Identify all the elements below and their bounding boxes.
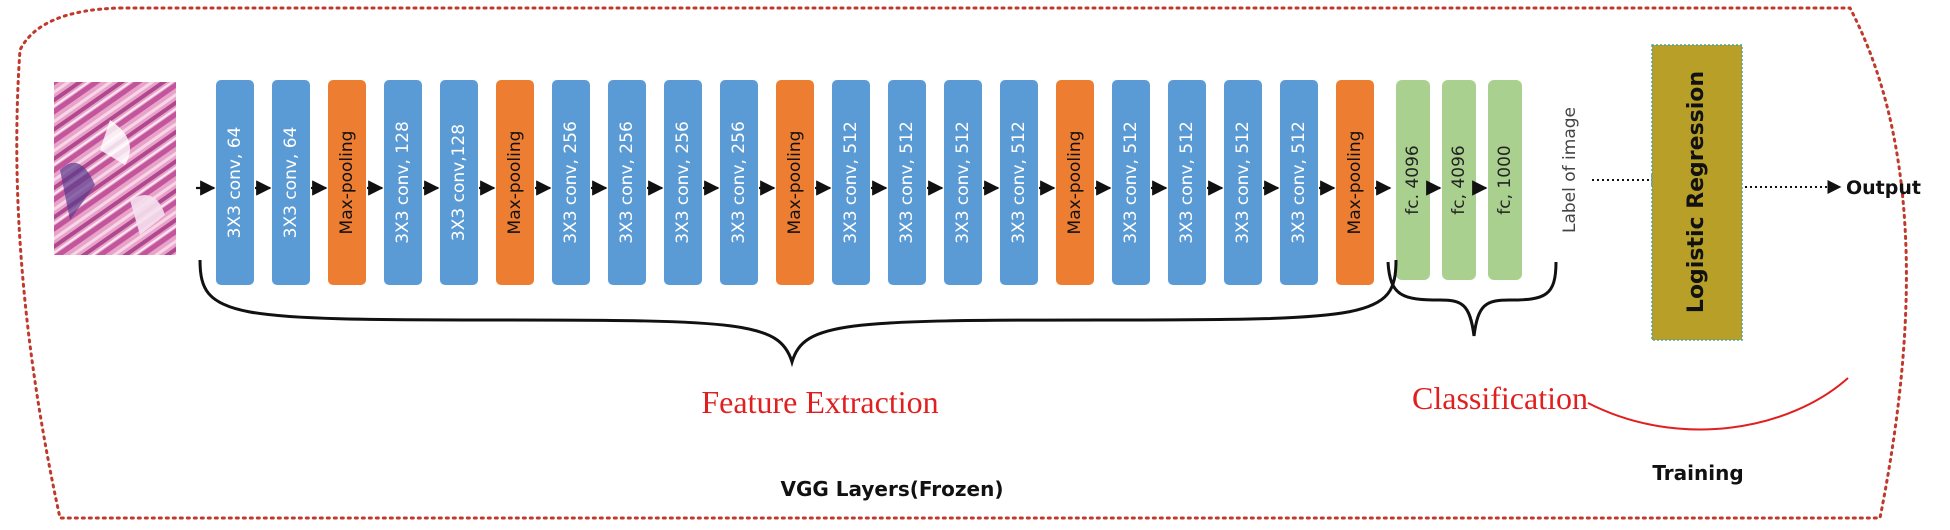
label-of-image: Label of image	[1560, 107, 1580, 233]
diagram-outline	[15, 6, 1908, 520]
conv-box	[888, 80, 926, 285]
vgg-layers-frozen-label: VGG Layers(Frozen)	[781, 477, 1004, 501]
conv-layer: 3X3 conv, 256	[552, 80, 590, 285]
conv-layer: 3X3 conv, 64	[272, 80, 310, 285]
conv-box	[440, 80, 478, 285]
maxpool-box	[1056, 80, 1094, 285]
maxpool-layer: Max-pooling	[496, 80, 534, 285]
conv-box	[1112, 80, 1150, 285]
maxpool-layer: Max-pooling	[328, 80, 366, 285]
layer-label: 3X3 conv, 256	[617, 121, 637, 244]
layer-label: Max-pooling	[1345, 131, 1365, 235]
layer-label: Max-pooling	[785, 131, 805, 235]
layer-label: 3X3 conv, 256	[561, 121, 581, 244]
conv-layer: 3X3 conv, 512	[888, 80, 926, 285]
layer-label: 3X3 conv, 512	[1177, 121, 1197, 244]
layer-label: 3X3 conv, 512	[1233, 121, 1253, 244]
conv-layer: 3X3 conv, 512	[1280, 80, 1318, 285]
conv-layer: 3X3 conv, 128	[384, 80, 422, 285]
fc-box	[1442, 80, 1476, 280]
classification-brace	[1386, 261, 1558, 337]
maxpool-box	[1336, 80, 1374, 285]
conv-layer: 3X3 conv, 256	[664, 80, 702, 285]
conv-layer: 3X3 conv, 512	[944, 80, 982, 285]
layer-label: 3X3 conv, 512	[841, 121, 861, 244]
layer-label: 3X3 conv, 256	[673, 121, 693, 244]
maxpool-box	[776, 80, 814, 285]
conv-box	[832, 80, 870, 285]
fc-layer: fc, 4096	[1442, 80, 1476, 280]
fc-box	[1488, 80, 1522, 280]
layer-label: 3X3 conv, 512	[953, 121, 973, 244]
conv-layer: 3X3 conv, 512	[1000, 80, 1038, 285]
layer-label: 3X3 conv, 512	[897, 121, 917, 244]
fc-label: fc, 4096	[1449, 145, 1469, 214]
maxpool-layer: Max-pooling	[776, 80, 814, 285]
conv-box	[1280, 80, 1318, 285]
conv-layer: 3X3 conv, 64	[216, 80, 254, 285]
feature-extraction-label: Feature Extraction	[701, 384, 938, 420]
maxpool-layer: Max-pooling	[1056, 80, 1094, 285]
maxpool-box	[328, 80, 366, 285]
conv-layer: 3X3 conv, 256	[608, 80, 646, 285]
conv-box	[664, 80, 702, 285]
layer-label: 3X3 conv, 64	[281, 127, 301, 239]
layer-label: Max-pooling	[1065, 131, 1085, 235]
fc-label: fc. 4096	[1403, 145, 1423, 214]
layer-label: 3X3 conv, 128	[393, 121, 413, 244]
layer-label: 3X3 conv, 256	[729, 121, 749, 244]
fc-label: fc, 1000	[1495, 145, 1515, 214]
conv-layer: 3X3 conv, 256	[720, 80, 758, 285]
conv-box	[1224, 80, 1262, 285]
classification-label: Classification	[1412, 380, 1588, 416]
logistic-regression-box: Logistic Regression	[1651, 44, 1743, 341]
conv-box	[608, 80, 646, 285]
conv-box	[720, 80, 758, 285]
conv-box	[1168, 80, 1206, 285]
input-image	[54, 82, 176, 255]
conv-box	[384, 80, 422, 285]
fc-box	[1396, 80, 1430, 280]
layer-label: 3X3 conv, 512	[1121, 121, 1141, 244]
layer-label: 3X3 conv, 512	[1289, 121, 1309, 244]
conv-layer: 3X3 conv, 512	[832, 80, 870, 285]
layer-label: Max-pooling	[337, 131, 357, 235]
conv-box	[216, 80, 254, 285]
conv-box	[552, 80, 590, 285]
training-label: Training	[1652, 461, 1743, 485]
conv-layer: 3X3 conv, 512	[1112, 80, 1150, 285]
conv-layer: 3X3 conv,128	[440, 80, 478, 285]
layer-label: 3X3 conv, 64	[225, 127, 245, 239]
conv-layer: 3X3 conv, 512	[1168, 80, 1206, 285]
training-arc	[1587, 377, 1849, 431]
vgg-layers: 3X3 conv, 64 3X3 conv, 64 Max-pooling 3X3 c…	[216, 80, 1392, 285]
maxpool-box	[496, 80, 534, 285]
layer-label: 3X3 conv, 512	[1009, 121, 1029, 244]
fc-layer: fc, 1000	[1488, 80, 1522, 280]
layer-label: Max-pooling	[505, 131, 525, 235]
conv-box	[944, 80, 982, 285]
feature-extraction-brace	[198, 259, 1398, 368]
maxpool-layer: Max-pooling	[1336, 80, 1374, 285]
logistic-regression-label: Logistic Regression	[1684, 71, 1709, 313]
conv-box	[1000, 80, 1038, 285]
conv-layer: 3X3 conv, 512	[1224, 80, 1262, 285]
fc-layer: fc. 4096	[1396, 80, 1430, 280]
conv-box	[272, 80, 310, 285]
output-label: Output	[1846, 177, 1921, 199]
fc-layers: fc. 4096 fc, 4096 fc, 1000	[1396, 80, 1522, 280]
layer-label: 3X3 conv,128	[449, 124, 469, 241]
